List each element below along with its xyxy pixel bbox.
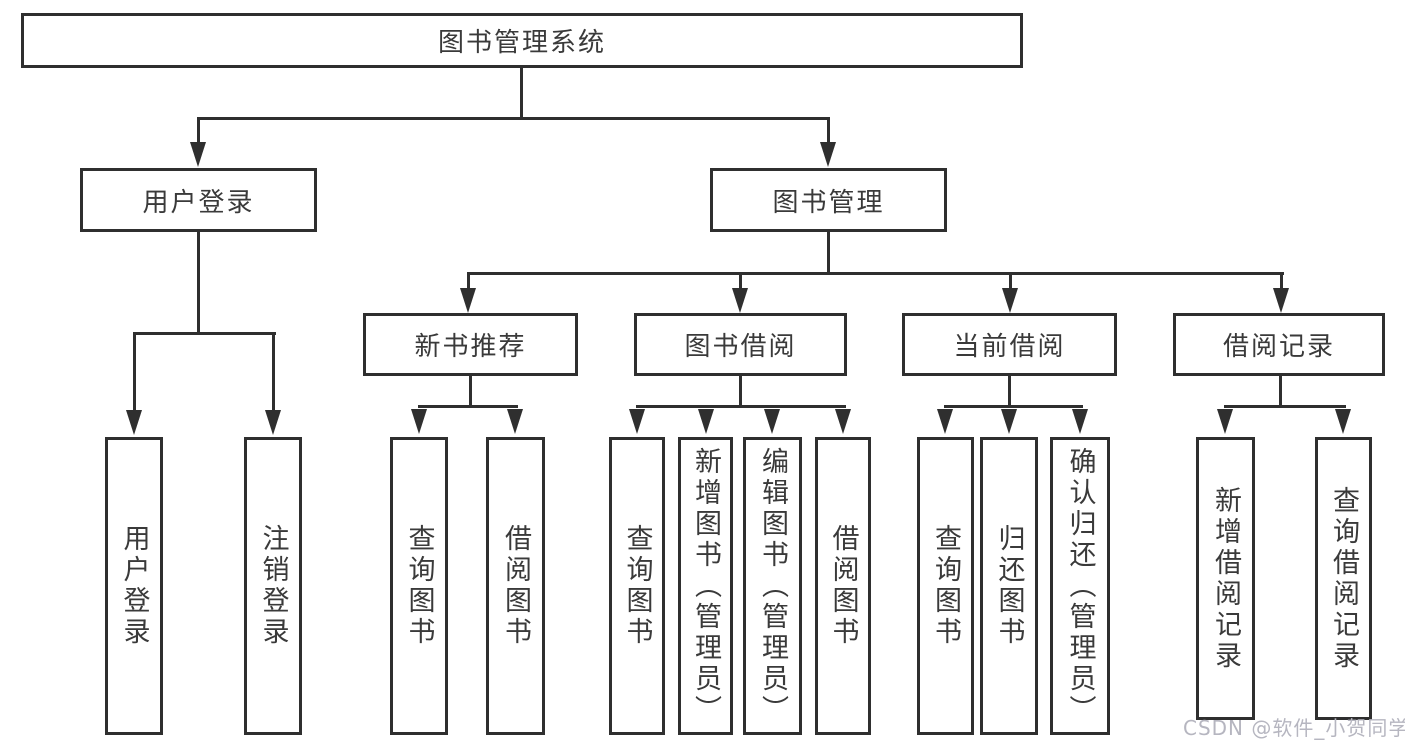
leaf-add-books-admin: 新增图书（管理员）	[678, 437, 733, 735]
leaf-query-books-recommend-label: 查询图书	[403, 524, 435, 648]
leaf-user-login-label: 用户登录	[118, 524, 150, 648]
connector-stem	[469, 374, 472, 407]
leaf-add-books-admin-label: 新增图书（管理员）	[690, 446, 721, 726]
arrow-down-icon	[764, 409, 780, 434]
arrow-down-icon	[937, 409, 953, 434]
node-borrowing-records-label: 借阅记录	[1222, 332, 1335, 362]
connector-root-bar	[197, 117, 830, 120]
leaf-borrow-books-borrowing: 借阅图书	[815, 437, 871, 735]
leaf-add-borrow-record-label: 新增借阅记录	[1210, 485, 1241, 672]
leaf-query-books-current-label: 查询图书	[930, 524, 961, 648]
connector-to-book-mgmt	[827, 117, 830, 145]
arrow-down-icon	[629, 409, 645, 434]
arrow-down-icon	[460, 288, 476, 313]
arrow-down-icon	[698, 409, 714, 434]
leaf-query-borrow-record: 查询借阅记录	[1315, 437, 1372, 720]
node-root-label: 图书管理系统	[437, 28, 606, 58]
leaf-borrow-books-recommend: 借阅图书	[486, 437, 545, 735]
leaf-return-books-label: 归还图书	[993, 524, 1025, 648]
connector-to-user-login	[197, 117, 200, 145]
leaf-query-books-borrowing: 查询图书	[609, 437, 665, 735]
connector-to-borrow-records	[1280, 272, 1283, 290]
leaf-edit-books-admin: 编辑图书（管理员）	[743, 437, 802, 735]
node-book-management: 图书管理	[710, 168, 947, 232]
leaf-borrow-books-borrowing-label: 借阅图书	[827, 524, 859, 648]
arrow-down-icon	[1002, 288, 1018, 313]
arrow-down-icon	[265, 410, 281, 435]
connector-to-book-borrow	[739, 272, 742, 290]
leaf-edit-books-admin-label: 编辑图书（管理员）	[757, 446, 788, 726]
connector-bar	[418, 405, 518, 408]
connector-stem	[739, 374, 742, 407]
arrow-down-icon	[1335, 409, 1351, 434]
arrow-down-icon	[507, 409, 523, 434]
connector-book-mgmt-stem	[827, 230, 830, 275]
arrow-down-icon	[1273, 288, 1289, 313]
arrow-down-icon	[190, 142, 206, 167]
arrow-down-icon	[820, 142, 836, 167]
node-root: 图书管理系统	[21, 13, 1023, 68]
arrow-down-icon	[1072, 409, 1088, 434]
connector-bar	[636, 405, 846, 408]
node-book-management-label: 图书管理	[772, 187, 885, 218]
csdn-watermark: CSDN @软件_小贺同学	[1183, 716, 1405, 740]
node-new-book-recommend: 新书推荐	[363, 313, 578, 376]
leaf-user-login: 用户登录	[105, 437, 163, 735]
leaf-add-borrow-record: 新增借阅记录	[1196, 437, 1255, 720]
arrow-down-icon	[732, 288, 748, 313]
node-book-borrowing-label: 图书借阅	[684, 332, 797, 362]
leaf-query-books-borrowing-label: 查询图书	[621, 524, 653, 648]
connector-user-login-stem	[197, 230, 200, 334]
connector-user-login-bar	[133, 332, 276, 335]
arrow-down-icon	[1001, 409, 1017, 434]
node-borrowing-records: 借阅记录	[1173, 313, 1385, 376]
node-current-borrowing: 当前借阅	[902, 313, 1117, 376]
node-user-login-label: 用户登录	[142, 187, 255, 218]
arrow-down-icon	[126, 410, 142, 435]
leaf-logout: 注销登录	[244, 437, 302, 735]
arrow-down-icon	[411, 409, 427, 434]
node-new-book-recommend-label: 新书推荐	[414, 332, 527, 362]
leaf-confirm-return-admin: 确认归还（管理员）	[1050, 437, 1110, 735]
leaf-query-books-recommend: 查询图书	[390, 437, 448, 735]
leaf-query-borrow-record-label: 查询借阅记录	[1328, 485, 1359, 672]
connector-book-mgmt-bar	[467, 272, 1284, 275]
connector-stem	[1279, 374, 1282, 407]
leaf-return-books: 归还图书	[980, 437, 1038, 735]
node-book-borrowing: 图书借阅	[634, 313, 847, 376]
connector-stem	[1008, 374, 1011, 407]
arrow-down-icon	[1217, 409, 1233, 434]
node-user-login: 用户登录	[80, 168, 317, 232]
connector-bar	[1224, 405, 1346, 408]
leaf-borrow-books-recommend-label: 借阅图书	[500, 524, 531, 648]
connector-to-leaf	[272, 332, 275, 412]
leaf-query-books-current: 查询图书	[917, 437, 974, 735]
connector-to-current-borrow	[1009, 272, 1012, 290]
connector-bar	[944, 405, 1083, 408]
connector-to-leaf	[133, 332, 136, 412]
leaf-confirm-return-admin-label: 确认归还（管理员）	[1064, 446, 1096, 726]
arrow-down-icon	[835, 409, 851, 434]
connector-root-stem	[520, 66, 523, 119]
node-current-borrowing-label: 当前借阅	[953, 332, 1066, 362]
connector-to-new-books	[467, 272, 470, 290]
leaf-logout-label: 注销登录	[257, 524, 289, 648]
